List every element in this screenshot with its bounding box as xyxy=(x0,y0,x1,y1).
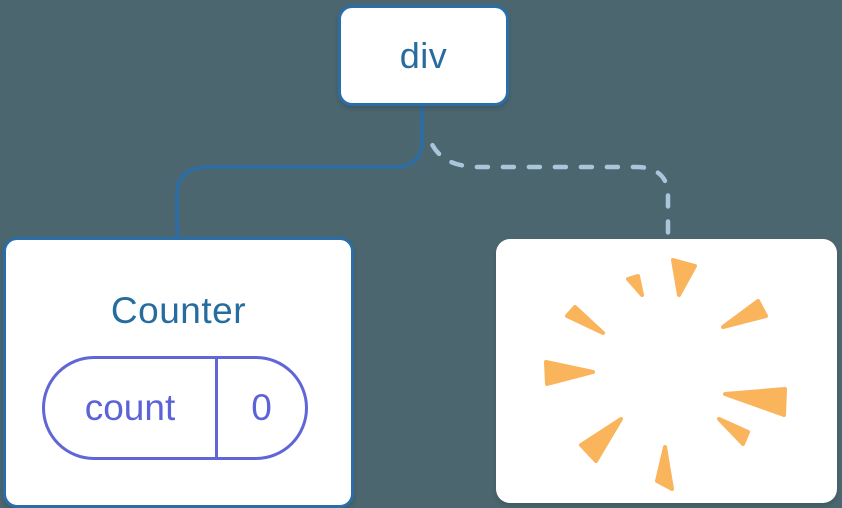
counter-node-title: Counter xyxy=(110,290,247,331)
state-pill-value-cell: 0 xyxy=(218,359,305,457)
dashed-connector-line xyxy=(425,131,671,244)
poof-starburst-icon xyxy=(544,258,787,491)
state-value-label: 0 xyxy=(251,387,272,428)
solid-connector-line xyxy=(175,98,424,242)
counter-node: Counter count 0 xyxy=(3,237,354,508)
root-node-label: div xyxy=(399,34,448,76)
root-node-div: div xyxy=(338,5,509,106)
state-pill-key-cell: count xyxy=(45,359,218,457)
state-pill: count 0 xyxy=(42,356,308,460)
state-key-label: count xyxy=(84,387,176,428)
destroyed-node xyxy=(496,239,837,503)
